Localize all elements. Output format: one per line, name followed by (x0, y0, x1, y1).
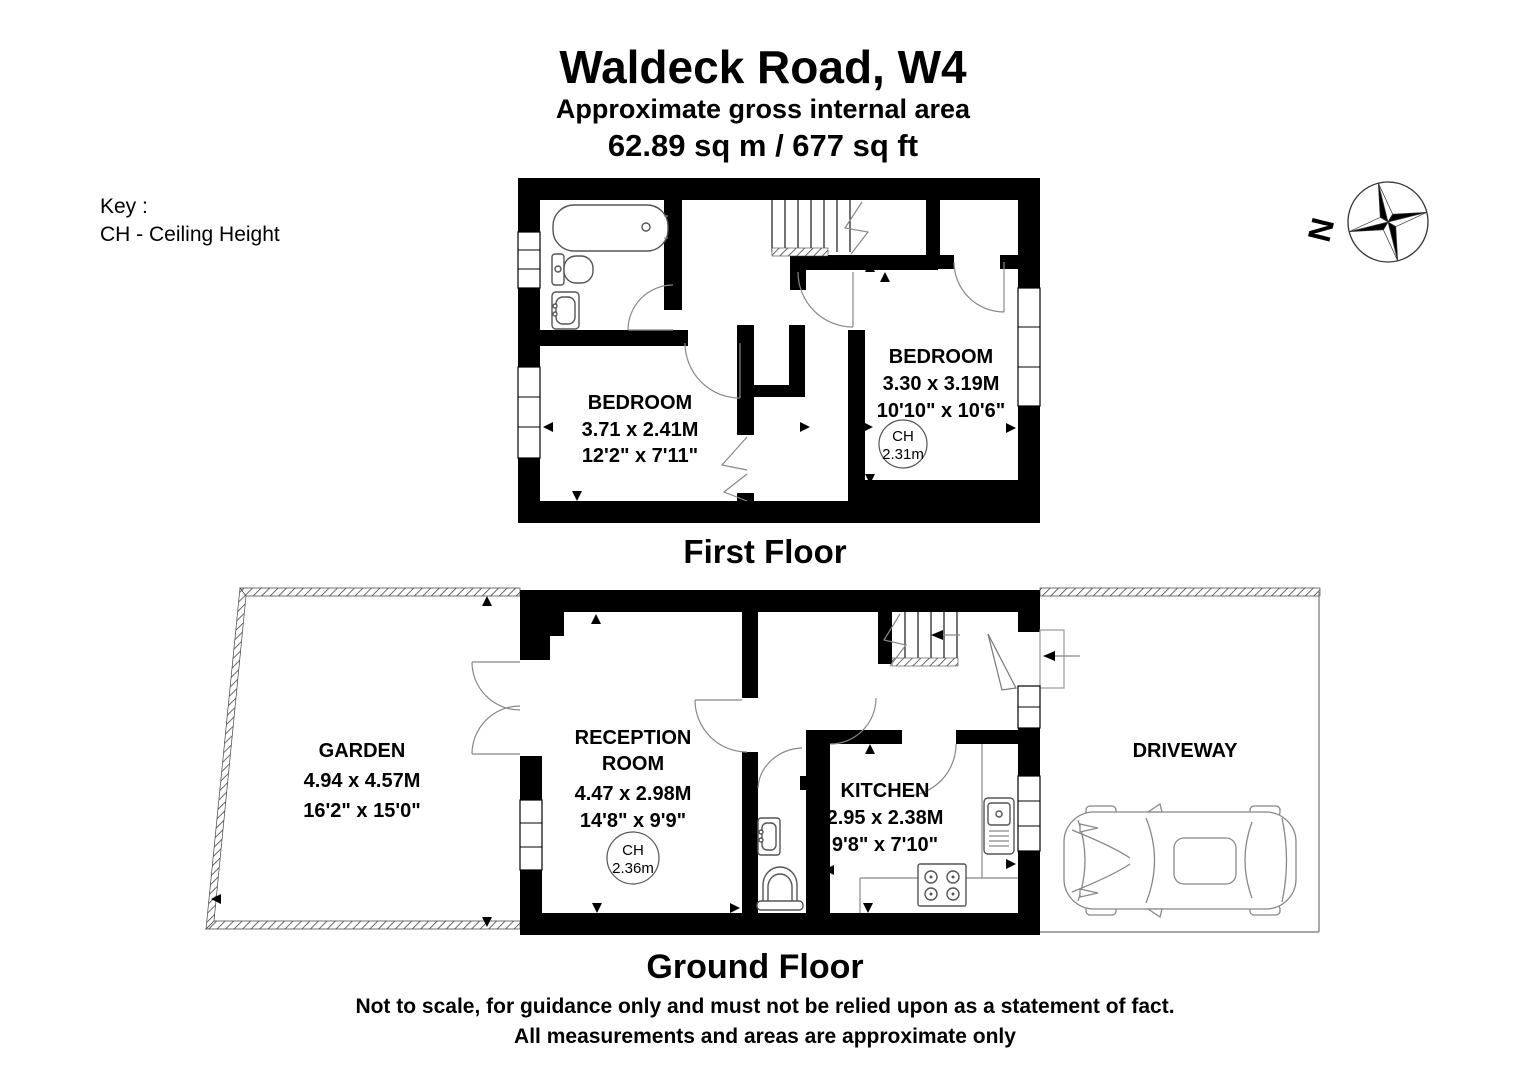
first-floor-plan: BEDROOM 3.71 x 2.41M 12'2" x 7'11" BEDRO… (517, 178, 1041, 523)
kitchen-imperial: 9'8" x 7'10" (832, 834, 938, 856)
car-icon (1063, 802, 1297, 919)
garden-imperial: 16'2" x 15'0" (303, 800, 420, 822)
page-subtitle: Approximate gross internal area (556, 94, 971, 124)
ground-floor-caption: Ground Floor (646, 948, 863, 986)
stove-icon (917, 863, 967, 907)
garden-boundary (205, 587, 521, 930)
garden-name: GARDEN (319, 740, 406, 762)
stairs-icon (771, 200, 870, 257)
door-arcs-first-floor (627, 261, 1005, 502)
bedroom2-name: BEDROOM (889, 346, 993, 368)
page-area: 62.89 sq m / 677 sq ft (608, 128, 918, 163)
footer-disclaimer-1: Not to scale, for guidance only and must… (355, 995, 1174, 1018)
bedroom2-metric: 3.30 x 3.19M (883, 373, 1000, 395)
reception-ch-value: 2.36m (612, 860, 654, 877)
bedroom1-name: BEDROOM (588, 392, 692, 414)
bedroom2-label: BEDROOM 3.30 x 3.19M 10'10" x 10'6" CH 2… (877, 346, 1006, 469)
reception-imperial: 14'8" x 9'9" (580, 810, 686, 832)
dimension-arrows-first (543, 262, 1016, 501)
garden-label: GARDEN 4.94 x 4.57M 16'2" x 15'0" (303, 740, 420, 822)
dimension-arrows-ground (211, 596, 1016, 927)
sink-icon (551, 291, 580, 330)
door-arcs-ground-floor (694, 697, 957, 797)
bedroom1-metric: 3.71 x 2.41M (582, 419, 699, 441)
entrance-door (987, 629, 1080, 691)
key-heading: Key : (100, 195, 148, 218)
reception-label: RECEPTION ROOM 4.47 x 2.98M 14'8" x 9'9"… (575, 727, 692, 885)
kitchen-sink-icon (983, 797, 1015, 855)
compass-north-label: N (1301, 214, 1342, 245)
compass-icon: N (1301, 181, 1429, 263)
wc-sink-icon (757, 817, 781, 856)
toilet-icon (551, 253, 594, 286)
wc-toilet-icon (756, 866, 804, 911)
window (517, 231, 1041, 459)
bedroom2-ch-label: CH (892, 428, 914, 445)
ground-floor-plan: GARDEN 4.94 x 4.57M 16'2" x 15'0" RECEPT… (205, 587, 1321, 935)
garden-metric: 4.94 x 4.57M (304, 770, 421, 792)
kitchen-label: KITCHEN 2.95 x 2.38M 9'8" x 7'10" (827, 780, 944, 856)
key-ch-line: CH - Ceiling Height (100, 223, 280, 246)
key-block: Key : CH - Ceiling Height (100, 195, 280, 246)
reception-ch-label: CH (622, 842, 644, 859)
bedroom1-label: BEDROOM 3.71 x 2.41M 12'2" x 7'11" (582, 392, 699, 467)
bathtub-icon (552, 204, 669, 252)
bedroom2-imperial: 10'10" x 10'6" (877, 400, 1006, 422)
window (519, 799, 543, 871)
window (1017, 685, 1041, 852)
ceiling-height-badge (606, 831, 660, 885)
driveway-label: DRIVEWAY (1133, 740, 1239, 762)
reception-name-2: ROOM (602, 753, 664, 775)
page-title: Waldeck Road, W4 (559, 41, 967, 93)
kitchen-name: KITCHEN (841, 780, 930, 802)
header: Waldeck Road, W4 Approximate gross inter… (556, 41, 971, 163)
reception-name-1: RECEPTION (575, 727, 692, 749)
bedroom1-imperial: 12'2" x 7'11" (582, 445, 698, 467)
footer-disclaimer-2: All measurements and areas are approxima… (514, 1025, 1016, 1048)
first-floor-caption: First Floor (683, 533, 846, 570)
stairs-icon (883, 612, 960, 667)
reception-metric: 4.47 x 2.98M (575, 783, 692, 805)
french-doors (471, 661, 521, 755)
footer: Not to scale, for guidance only and must… (355, 995, 1174, 1048)
driveway-boundary (1039, 587, 1321, 933)
ceiling-height-badge (878, 419, 928, 469)
kitchen-metric: 2.95 x 2.38M (827, 807, 944, 829)
bedroom2-ch-value: 2.31m (882, 446, 924, 463)
